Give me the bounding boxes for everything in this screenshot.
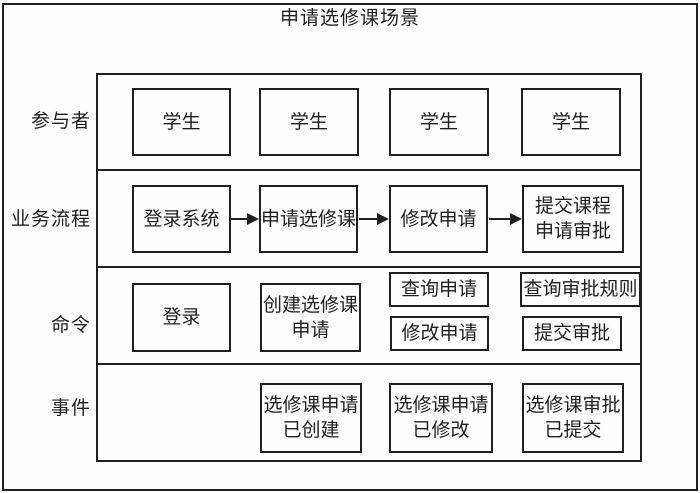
participant-box-student-3: 学生 [389,88,489,156]
row-divider [96,266,642,268]
command-box-query-application: 查询申请 [389,272,489,307]
process-step-login-system: 登录系统 [132,185,231,253]
process-step-modify-application: 修改申请 [389,185,488,253]
process-step-apply-elective: 申请选修课 [259,185,358,253]
event-box-application-created: 选修课申请 已创建 [260,383,362,453]
command-box-create-application: 创建选修课 申请 [260,283,361,352]
event-box-approval-submitted: 选修课审批 已提交 [522,383,624,453]
flow-arrow-icon [489,213,522,225]
event-box-application-modified: 选修课申请 已修改 [389,383,493,453]
process-step-submit-approval: 提交课程 申请审批 [522,185,624,253]
row-label-participants: 参与者 [30,111,91,132]
command-box-query-approval-rules: 查询审批规则 [520,272,641,307]
command-box-submit-approval: 提交审批 [522,316,622,351]
row-label-events: 事件 [50,398,91,419]
outer-border [2,3,698,491]
row-divider [96,363,642,365]
participant-box-student-4: 学生 [521,88,621,156]
flow-arrow-icon [231,213,259,225]
row-divider [96,169,642,171]
row-label-commands: 命令 [50,315,91,336]
diagram-title: 申请选修课场景 [279,8,420,29]
command-box-modify-application: 修改申请 [390,316,489,351]
command-box-login: 登录 [132,283,231,352]
row-label-process: 业务流程 [10,209,91,230]
flow-arrow-icon [359,213,389,225]
participant-box-student-2: 学生 [259,88,359,156]
participant-box-student-1: 学生 [132,88,231,156]
